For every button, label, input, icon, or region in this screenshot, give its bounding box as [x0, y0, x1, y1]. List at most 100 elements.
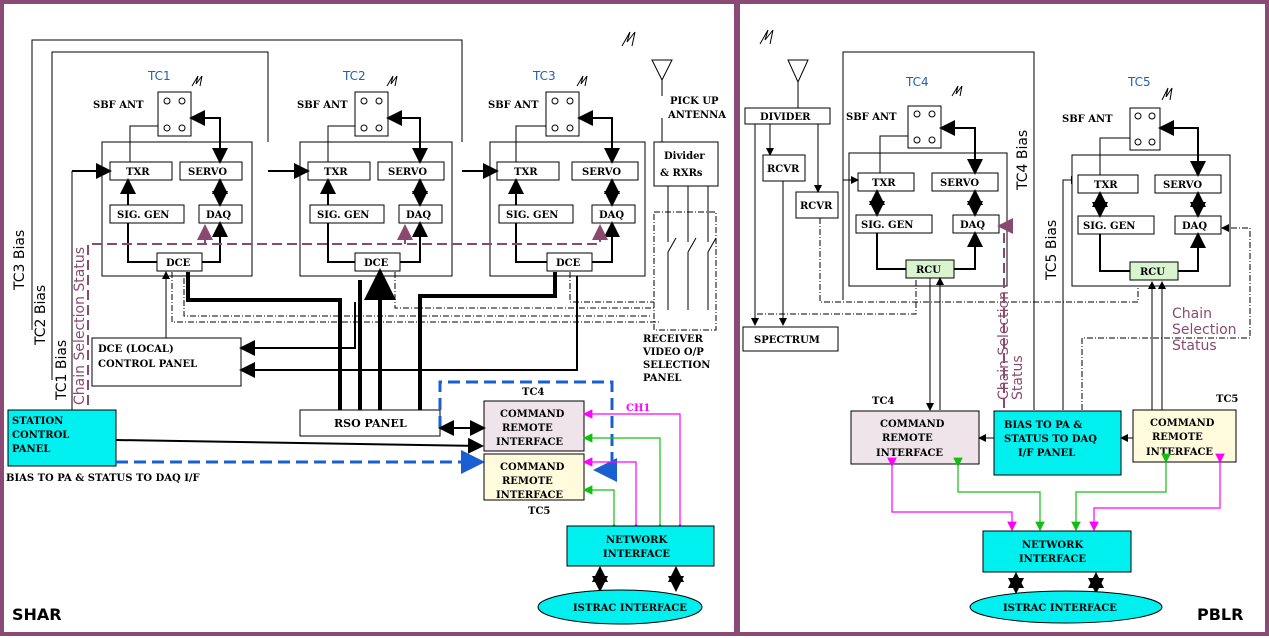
left-cri-tc5-label: TC5: [528, 506, 550, 517]
chain-selection-status-label: Chain Selection Status: [72, 247, 88, 405]
left-cri-tc4: [483, 400, 585, 452]
receiver-panel-line4: PANEL: [643, 373, 681, 384]
left-cri-tc5-line1: COMMAND: [500, 462, 565, 473]
divider-rxrs-line2: & RXRs: [660, 168, 703, 179]
tc2-sbf-ant-label: SBF ANT: [297, 100, 348, 111]
pblr-network-line1: NETWORK: [1022, 540, 1083, 551]
tc1-bias-label: TC1 Bias: [54, 340, 70, 401]
pblr-cri-tc5-line1: COMMAND: [1150, 418, 1215, 429]
tc1-dce-label: DCE: [166, 258, 191, 269]
bias-note: BIAS TO PA & STATUS TO DAQ I/F: [6, 473, 200, 484]
left-cri-tc5-line2: REMOTE: [502, 476, 553, 487]
tc2-bias-label: TC2 Bias: [33, 285, 49, 346]
station-control-line1: STATION: [12, 416, 63, 427]
tc2-unit: TC2 SBF ANT TXR SERVO SIG. GEN DAQ DCE: [297, 69, 453, 277]
tc2-daq-label: DAQ: [406, 210, 431, 221]
tc3-bias-label: TC3 Bias: [12, 230, 28, 291]
tc2-bias-line: [51, 51, 269, 380]
pblr-tc4-rcu: RCU: [916, 265, 941, 276]
pblr-tc5-siggen: SIG. GEN: [1083, 221, 1135, 232]
tc2-signal-icon: [386, 75, 398, 87]
station-control-line2: CONTROL: [12, 430, 69, 441]
tc2-dce-label: DCE: [364, 258, 389, 269]
pblr-istrac-interface: [969, 590, 1163, 624]
receiver-panel-line3: SELECTION: [643, 360, 710, 371]
divider-rxrs-line1: Divider: [664, 151, 705, 162]
divider-rxrs-box: [653, 141, 719, 187]
left-istrac-interface: [537, 589, 703, 625]
left-cri-tc4-label: TC4: [522, 387, 544, 398]
pblr-label: PBLR: [1197, 605, 1243, 624]
tc3-dce-label: DCE: [556, 258, 581, 269]
tc1-antenna-box: [157, 91, 192, 137]
pblr-tc4-antenna-box: [907, 105, 942, 149]
tc3-antenna-box: [545, 91, 580, 137]
tc1-servo-label: SERVO: [188, 167, 227, 178]
pblr-network-interface: [982, 530, 1132, 573]
tc1-signal-icon: [191, 75, 203, 87]
station-control-panel: [7, 409, 117, 467]
left-cri-tc4-line2: REMOTE: [502, 423, 553, 434]
tc1-txr-label: TXR: [126, 167, 150, 178]
tc3-signal-icon: [576, 75, 588, 87]
bias-panel-line3: I/F PANEL: [1018, 448, 1075, 459]
pblr-tc4-txr: TXR: [872, 178, 896, 189]
left-cri-tc5: [483, 453, 585, 501]
pblr-cri-tc5-line3: INTERFACE: [1146, 447, 1213, 458]
tc3-label: TC3: [532, 69, 556, 83]
tc3-siggen-label: SIG. GEN: [506, 210, 558, 221]
left-cri-tc4-line3: INTERFACE: [496, 437, 563, 448]
pblr-tc5-servo: SERVO: [1163, 180, 1202, 191]
left-istrac-label: ISTRAC INTERFACE: [573, 603, 687, 614]
pblr-tc5-rcu: RCU: [1140, 267, 1165, 278]
receiver-panel-line1: RECEIVER: [643, 334, 704, 345]
pblr-tc5-unit: TC5 SBF ANT TXR SERVO SIG. GEN DAQ RCU: [1062, 75, 1231, 287]
rso-panel-label: RSO PANEL: [334, 417, 407, 430]
pblr-tc4-unit: TC4 SBF ANT TXR SERVO SIG. GEN DAQ RCU: [846, 75, 1008, 287]
tc1-siggen-box: [109, 204, 185, 224]
receiver-selection-switch: [653, 211, 717, 331]
pblr-css-h-line3: Status: [1172, 338, 1217, 354]
left-network-interface: [566, 525, 715, 567]
bias-panel-line1: BIAS TO PA &: [1004, 420, 1082, 431]
pblr-cri-tc4-line2: REMOTE: [882, 433, 933, 444]
rcvr-box-1: [762, 154, 806, 182]
ch1-label: CH1: [626, 403, 650, 414]
tc1-label: TC1: [147, 69, 171, 83]
left-network-line1: NETWORK: [606, 535, 667, 546]
tc2-siggen-label: SIG. GEN: [317, 210, 369, 221]
pblr-css-v-line1: Chain Selection: [996, 291, 1012, 400]
pblr-tc4-siggen: SIG. GEN: [861, 220, 913, 231]
spectrum-box: [742, 326, 839, 352]
pblr-antenna-icon: [787, 59, 809, 108]
pblr-istrac-label: ISTRAC INTERFACE: [1003, 603, 1117, 614]
shar-label: SHAR: [12, 605, 62, 624]
bias-panel-line2: STATUS TO DAQ: [1004, 434, 1097, 445]
tc3-siggen-box: [498, 204, 574, 224]
tc3-daq-label: DAQ: [599, 210, 624, 221]
pblr-cri-tc4-line3: INTERFACE: [876, 448, 943, 459]
rcvr-label-2: RCVR: [800, 201, 833, 212]
pblr-tc4-daq: DAQ: [960, 220, 985, 231]
pblr-css-v-line2: Status: [1010, 355, 1026, 400]
tc1-siggen-label: SIG. GEN: [117, 210, 169, 221]
rcvr-label-1: RCVR: [767, 164, 800, 175]
pblr-tc5-antenna-box: [1129, 107, 1161, 151]
pblr-css-h-line1: Chain: [1172, 306, 1212, 322]
tc2-antenna-box: [354, 91, 389, 137]
left-cri-tc5-line3: INTERFACE: [496, 490, 563, 501]
right-frame: [736, 0, 1269, 636]
spectrum-label: SPECTRUM: [754, 335, 820, 346]
pblr-tc4-siggen-box: [855, 214, 933, 234]
pblr-signal-icon: [759, 29, 774, 45]
tc2-siggen-box: [309, 204, 385, 224]
pblr-cri-tc4-line1: COMMAND: [880, 419, 945, 430]
tc2-servo-label: SERVO: [388, 167, 427, 178]
pickup-antenna-icon: [651, 59, 673, 96]
pblr-tc5-txr: TXR: [1094, 180, 1118, 191]
tc4-bias-label: TC4 Bias: [1015, 130, 1031, 191]
pblr-tc5-daq: DAQ: [1182, 221, 1207, 232]
pblr-cri-tc5: [1132, 409, 1237, 463]
pblr-css-h-line2: Selection: [1172, 322, 1237, 338]
